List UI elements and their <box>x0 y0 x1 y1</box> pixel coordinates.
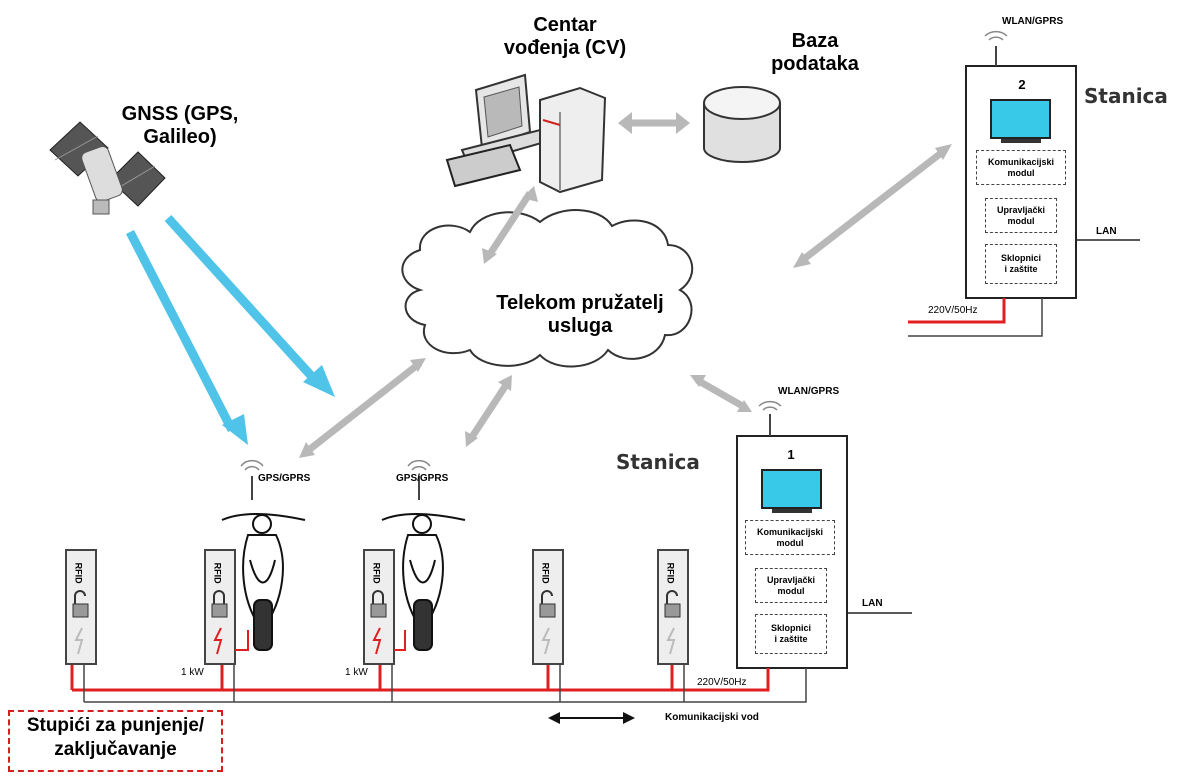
control-center-label: Centar vođenja (CV) <box>503 14 627 59</box>
rfid-post-2 <box>204 549 249 665</box>
power-label-top: 220V/50Hz <box>928 305 978 316</box>
comm-direction-arrow <box>548 712 635 724</box>
telekom-cloud <box>401 209 694 368</box>
station-1-title: Stanica <box>616 450 700 474</box>
comm-line-label: Komunikacijski vod <box>665 712 759 723</box>
rfid-label: RFID <box>73 562 84 584</box>
station-1-number: 1 <box>787 447 795 462</box>
rfid-label: RFID <box>371 562 382 584</box>
station-2-number: 2 <box>1018 77 1026 92</box>
wlan-gprs-top: WLAN/GPRS <box>1002 16 1064 27</box>
station-2-title: Stanica <box>1084 84 1168 108</box>
charging-posts-label: Stupići za punjenje/ zaključavanje <box>8 710 223 772</box>
station-1-comm-module: Komunikacijski modul <box>745 520 835 555</box>
station-2-control-module: Upravljački modul <box>985 198 1057 233</box>
gps-gprs-2: GPS/GPRS <box>396 473 449 484</box>
rfid-label: RFID <box>540 562 551 584</box>
station-2-switch-module: Sklopnici i zaštite <box>985 244 1057 284</box>
power-rating-2: 1 kW <box>345 667 368 678</box>
rfid-label: RFID <box>212 562 223 584</box>
station-1-switch-module: Sklopnici i zaštite <box>755 614 827 654</box>
lan-bottom: LAN <box>862 598 883 609</box>
communication-line <box>83 664 807 703</box>
power-line <box>70 664 770 692</box>
rfid-label: RFID <box>665 562 676 584</box>
database-label: Baza podataka <box>771 30 859 75</box>
rfid-post-3 <box>363 549 406 665</box>
rfid-post-5 <box>657 549 689 665</box>
telekom-label: Telekom pružatelj usluga <box>496 292 664 337</box>
gnss-arrows <box>125 214 335 445</box>
wlan-gprs-bottom: WLAN/GPRS <box>778 386 840 397</box>
station-1-control-module: Upravljački modul <box>755 568 827 603</box>
gps-gprs-1: GPS/GPRS <box>258 473 311 484</box>
satellite-icon <box>49 121 166 215</box>
scooter-icon <box>381 459 466 651</box>
station-2-comm-module: Komunikacijski modul <box>976 150 1066 185</box>
power-rating-1: 1 kW <box>181 667 204 678</box>
rfid-post-1 <box>65 549 97 665</box>
gnss-label: GNSS (GPS, Galileo) <box>121 103 239 148</box>
power-label-bottom: 220V/50Hz <box>697 677 747 688</box>
scooter-icon <box>221 459 306 651</box>
lan-top: LAN <box>1096 226 1117 237</box>
computer-icon <box>445 73 607 194</box>
link-arrows <box>299 112 952 458</box>
rfid-post-4 <box>532 549 564 665</box>
database-icon <box>703 86 781 163</box>
